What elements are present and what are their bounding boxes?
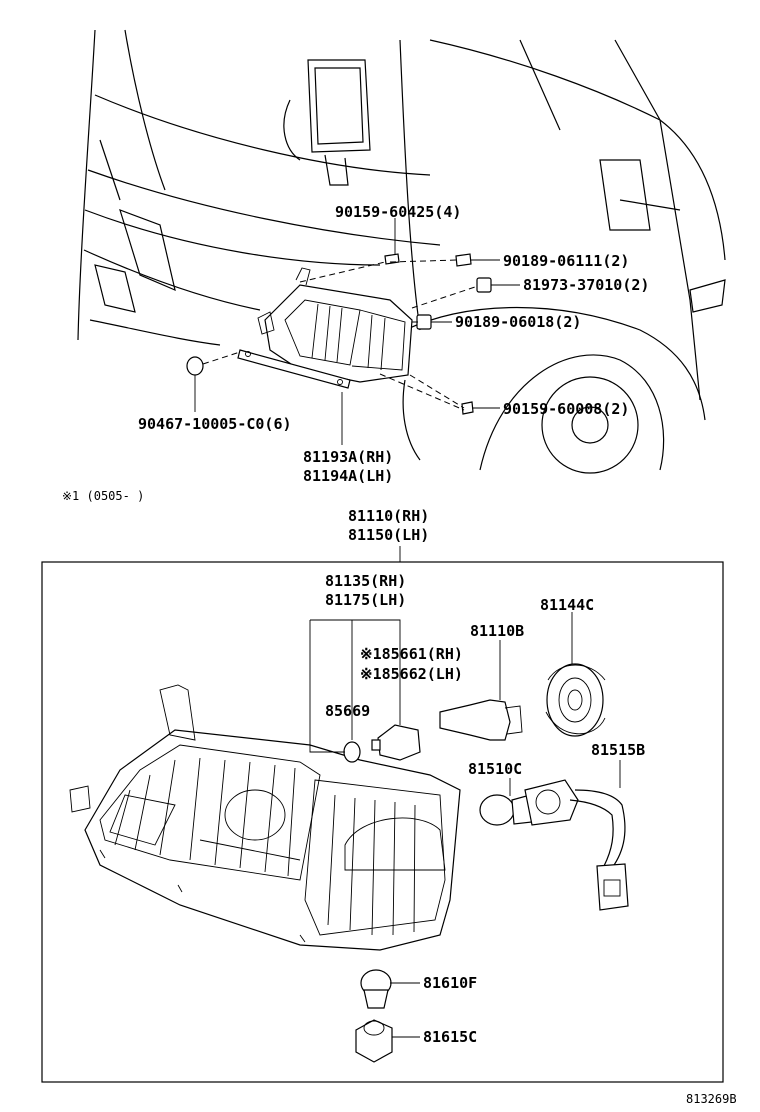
label-81515B: 81515B (591, 741, 645, 759)
upper-headlamp-assembly (237, 267, 413, 389)
label-90189-06018: 90189-06018(2) (455, 313, 581, 331)
upper-leader-lines (194, 218, 520, 445)
label-81135: 81135(RH) (325, 572, 406, 590)
label-81615C: 81615C (423, 1028, 477, 1046)
label-81110: 81110(RH) (348, 507, 429, 525)
label-81510C: 81510C (468, 760, 522, 778)
label-85669: 85669 (325, 702, 370, 720)
label-81175: 81175(LH) (325, 591, 406, 609)
label-85662: ※185662(LH) (360, 665, 463, 683)
label-81144C: 81144C (540, 596, 594, 614)
note-applicability: ※1 (0505- ) (62, 489, 144, 503)
lower-components (343, 663, 629, 1063)
label-81193A: 81193A(RH) (303, 448, 393, 466)
label-90159-60008: 90159-60008(2) (503, 400, 629, 418)
label-81150: 81150(LH) (348, 526, 429, 544)
truck-cab-outline (77, 29, 726, 474)
label-90467-10005-C0: 90467-10005-C0(6) (138, 415, 292, 433)
label-81610F: 81610F (423, 974, 477, 992)
label-90159-60425: 90159-60425(4) (335, 203, 461, 221)
label-81110B: 81110B (470, 622, 524, 640)
label-81973-37010: 81973-37010(2) (523, 276, 649, 294)
label-90189-06111: 90189-06111(2) (503, 252, 629, 270)
headlamp-assembly-large (69, 684, 461, 951)
assembly-frame (41, 561, 724, 1083)
label-85661: ※185661(RH) (360, 645, 463, 663)
lower-leader-lines (309, 612, 621, 1038)
diagram-id: 813269B (686, 1092, 737, 1106)
label-81194A: 81194A(LH) (303, 467, 393, 485)
